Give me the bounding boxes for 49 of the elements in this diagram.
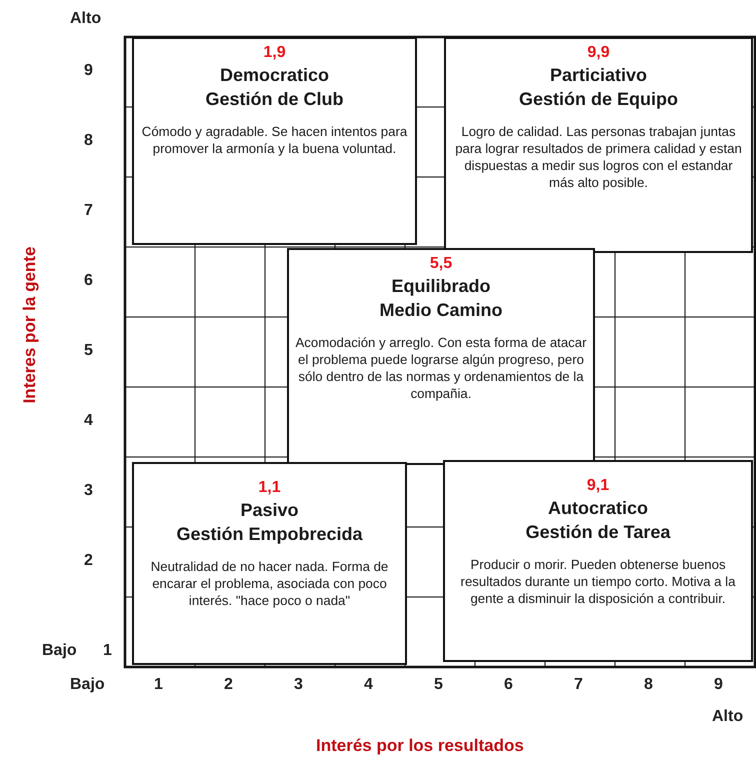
tick-label: 2 bbox=[84, 552, 93, 570]
axis-title: Interés por los resultados bbox=[316, 736, 524, 756]
style-description: Producir o morir. Pueden obtenerse buenos resultados durante un tiempo corto. Motiva a la gente a disminuir la disposición a contribuir. bbox=[460, 556, 736, 607]
tick-label: 4 bbox=[364, 676, 373, 694]
quadrant-box bbox=[287, 248, 595, 465]
axis-end-label: Bajo bbox=[70, 676, 105, 694]
style-description: Logro de calidad. Las personas trabajan juntas para lograr resultados de primera calidad y estan dispuestas a medir sus logros con el estandar más alto posible. bbox=[454, 123, 743, 191]
tick-label: 5 bbox=[84, 342, 93, 360]
tick-label: 7 bbox=[84, 202, 93, 220]
quadrant-box bbox=[132, 37, 417, 245]
tick-label: 6 bbox=[84, 272, 93, 290]
axis-end-label: Alto bbox=[712, 708, 744, 726]
quadrant-box bbox=[443, 460, 753, 662]
quadrant-box bbox=[444, 37, 753, 253]
axis-end-label: Alto bbox=[70, 10, 102, 28]
style-title: Pasivo bbox=[239, 499, 300, 522]
tick-label: 8 bbox=[644, 676, 653, 694]
grid-score: 5,5 bbox=[428, 254, 454, 274]
grid-score: 1,1 bbox=[257, 478, 282, 498]
grid-score: 1,9 bbox=[262, 43, 287, 63]
style-description: Acomodación y arreglo. Con esta forma de atacar el problema puede lograrse algún progreso, pero sólo dentro de las normas y ordenamientos de la compañia. bbox=[295, 334, 587, 402]
tick-label: 8 bbox=[84, 132, 93, 150]
quadrant-box bbox=[132, 462, 407, 665]
style-subtitle: Medio Camino bbox=[378, 299, 504, 322]
tick-label: 1 bbox=[103, 642, 112, 660]
style-description: Neutralidad de no hacer nada. Forma de encarar el problema, asociada con poco interés. "hace poco o nada" bbox=[150, 558, 390, 609]
style-subtitle: Gestión de Tarea bbox=[524, 521, 672, 544]
style-title: Autocratico bbox=[546, 497, 649, 520]
style-title: Equilibrado bbox=[390, 275, 492, 298]
style-subtitle: Gestión de Equipo bbox=[518, 88, 679, 111]
tick-label: 2 bbox=[224, 676, 233, 694]
axis-end-label: Bajo bbox=[42, 642, 77, 660]
style-description: Cómodo y agradable. Se hacen intentos para promover la armonía y la buena voluntad. bbox=[140, 123, 408, 157]
tick-label: 9 bbox=[714, 676, 723, 694]
style-subtitle: Gestión Empobrecida bbox=[175, 523, 364, 546]
style-title: Democratico bbox=[218, 64, 330, 87]
tick-label: 9 bbox=[84, 62, 93, 80]
tick-label: 7 bbox=[574, 676, 583, 694]
style-subtitle: Gestión de Club bbox=[204, 88, 344, 111]
tick-label: 4 bbox=[84, 412, 93, 430]
tick-label: 5 bbox=[434, 676, 443, 694]
tick-label: 3 bbox=[294, 676, 303, 694]
style-title: Particiativo bbox=[548, 64, 648, 87]
axis-title: Interes por la gente bbox=[20, 246, 40, 404]
grid-score: 9,9 bbox=[586, 43, 611, 63]
tick-label: 3 bbox=[84, 482, 93, 500]
tick-label: 6 bbox=[504, 676, 513, 694]
tick-label: 1 bbox=[154, 676, 163, 694]
grid-score: 9,1 bbox=[586, 476, 610, 496]
